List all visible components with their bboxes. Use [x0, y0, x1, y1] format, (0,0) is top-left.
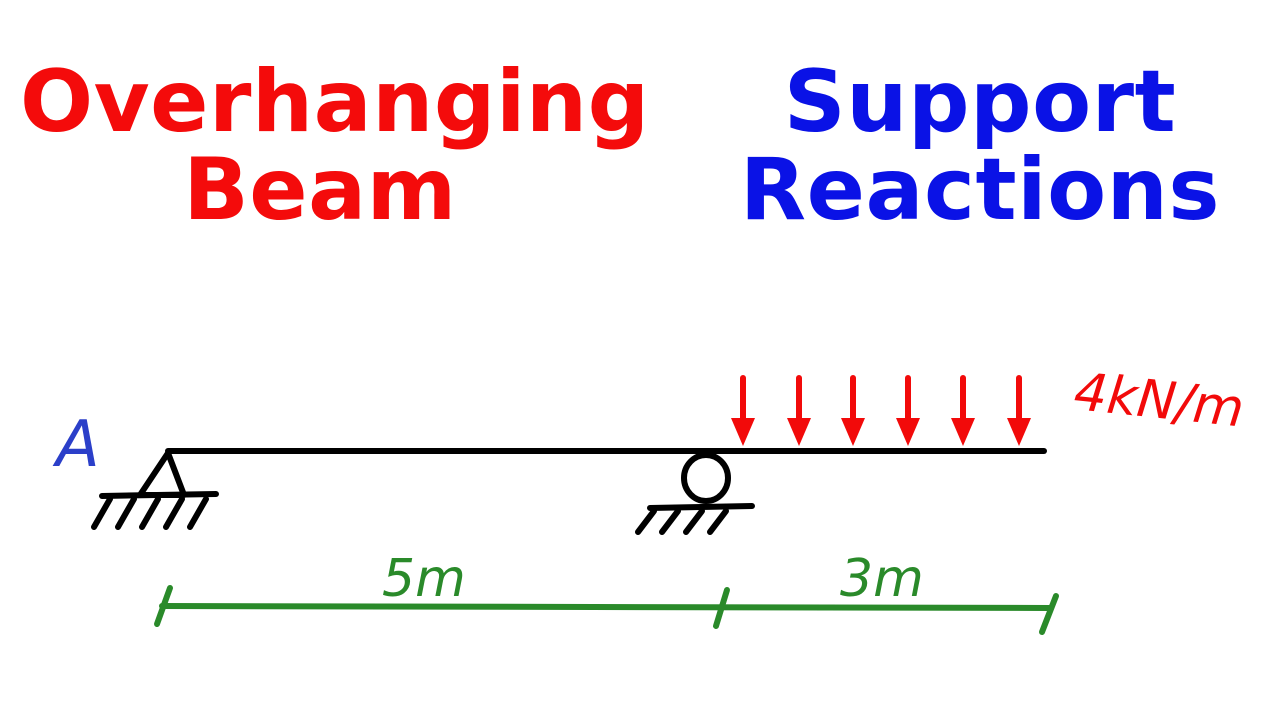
load-arrow	[951, 375, 975, 446]
load-arrow	[731, 375, 755, 446]
title-left-line1: Overhanging	[20, 52, 650, 152]
title-overhanging-beam: Overhanging Beam	[20, 52, 650, 240]
load-arrow	[841, 375, 865, 446]
load-arrow	[1007, 375, 1031, 446]
distributed-load	[731, 375, 1031, 446]
dimension-label-3m: 3m	[840, 549, 924, 609]
title-right-line1: Support	[783, 52, 1177, 152]
title-right-line2: Reactions	[739, 140, 1221, 240]
title-left-line2: Beam	[183, 140, 457, 240]
dimension-lines	[154, 585, 1059, 635]
load-arrow	[787, 375, 811, 446]
dimension-line	[159, 603, 1053, 611]
dimension-tick-middle	[713, 587, 730, 629]
pin-support	[91, 450, 219, 530]
dimension-label-5m: 5m	[382, 549, 466, 609]
point-label-a: A	[52, 408, 100, 482]
dimension-tick-left	[154, 585, 173, 627]
dimension-tick-right	[1039, 593, 1059, 635]
roller-support	[635, 452, 755, 535]
title-support-reactions: Support Reactions	[700, 58, 1260, 234]
load-arrow	[896, 375, 920, 446]
load-label: 4kN/m	[1071, 362, 1247, 439]
